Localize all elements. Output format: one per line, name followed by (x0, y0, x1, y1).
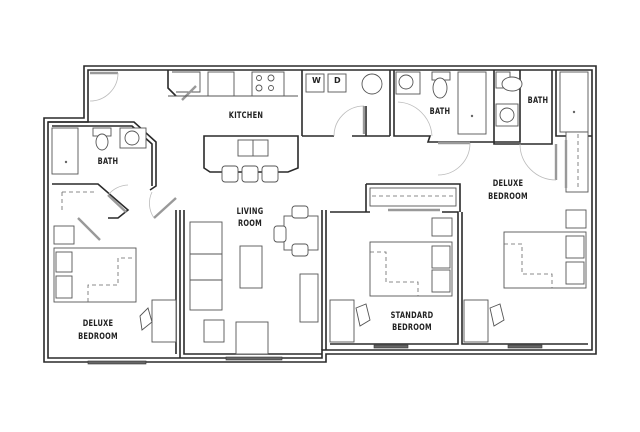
standard-bedroom (329, 183, 461, 349)
living-room (149, 191, 327, 361)
standard-bedroom-label-line1: STANDARD (390, 311, 434, 321)
bathtub-icon (559, 71, 589, 133)
standard-bedroom-label-line2: BEDROOM (392, 323, 432, 333)
left-deluxe-bedroom-label-line2: BEDROOM (78, 332, 118, 342)
tv-stand-icon (299, 273, 319, 323)
window (507, 344, 543, 349)
sofa-icon (189, 221, 223, 311)
bathtub-icon (51, 127, 79, 175)
right-bath-label: BATH (527, 96, 549, 106)
armchair-icon (235, 321, 269, 355)
stove-icon (251, 71, 285, 97)
right-deluxe-bedroom-label-line1: DELUXE (492, 179, 524, 189)
middle-bath (393, 70, 521, 176)
closet (369, 187, 457, 207)
chair-icon (355, 303, 371, 327)
chair-icon (489, 303, 505, 327)
entry-door (89, 71, 119, 102)
side-table-icon (203, 319, 225, 343)
middle-bath-label: BATH (429, 107, 451, 117)
laundry (302, 70, 391, 137)
window (225, 356, 283, 361)
kitchen-label: KITCHEN (228, 111, 264, 121)
coffee-table-icon (239, 245, 263, 289)
chair-icon (139, 307, 153, 331)
washer-icon (305, 73, 325, 93)
washer-label: W (312, 76, 321, 85)
fridge-icon (207, 71, 235, 97)
water-heater-icon (361, 73, 383, 95)
living-room-label-line1: LIVING (236, 207, 264, 217)
kitchen (167, 70, 303, 183)
toilet-icon (432, 77, 448, 99)
closet (565, 131, 589, 193)
bathtub-icon (457, 71, 487, 135)
desk-icon (151, 299, 177, 343)
dryer-icon (327, 73, 347, 93)
left-deluxe-bedroom (53, 210, 177, 365)
living-room-label-line2: ROOM (237, 219, 262, 229)
right-deluxe-bedroom-label-line2: BEDROOM (488, 192, 528, 202)
desk-icon (329, 299, 355, 343)
left-bath (48, 121, 157, 241)
right-deluxe-bedroom (461, 209, 588, 349)
toilet-icon (95, 133, 109, 151)
desk-icon (463, 299, 489, 343)
window (373, 344, 409, 349)
window (87, 360, 147, 365)
left-bath-label: BATH (97, 157, 119, 167)
kitchen-island (203, 135, 299, 173)
left-deluxe-bedroom-label-line1: DELUXE (82, 319, 114, 329)
dryer-label: D (334, 76, 341, 85)
sink-icon (124, 130, 140, 146)
toilet-icon (501, 76, 523, 92)
right-bath (493, 70, 592, 193)
